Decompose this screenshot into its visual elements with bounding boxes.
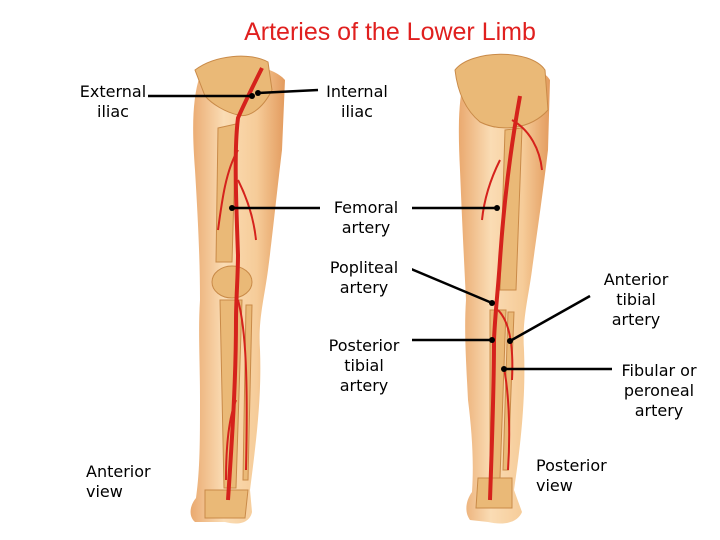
anterior-femur [216, 124, 236, 262]
dot-posterior-tibial [489, 337, 495, 343]
dot-fibular [501, 366, 507, 372]
dot-popliteal [489, 300, 495, 306]
anterior-leg [191, 56, 285, 523]
dot-internal-iliac [255, 90, 261, 96]
label-anterior-view: Anterior view [86, 462, 186, 502]
dot-anterior-tibial [507, 338, 513, 344]
label-popliteal-artery: Popliteal artery [316, 258, 412, 298]
anterior-patella [212, 266, 252, 298]
posterior-leg [455, 54, 550, 523]
label-femoral-artery: Femoral artery [320, 198, 412, 238]
label-internal-iliac: Internal iliac [312, 82, 402, 122]
label-posterior-view: Posterior view [536, 456, 646, 496]
dot-external-iliac [249, 93, 255, 99]
dot-femoral-left [229, 205, 235, 211]
posterior-heel [476, 478, 512, 508]
label-external-iliac: External iliac [68, 82, 158, 122]
label-posterior-tibial-artery: Posterior tibial artery [316, 336, 412, 396]
label-anterior-tibial-artery: Anterior tibial artery [590, 270, 682, 330]
label-fibular-artery: Fibular or peroneal artery [606, 361, 712, 421]
dot-femoral-right [494, 205, 500, 211]
